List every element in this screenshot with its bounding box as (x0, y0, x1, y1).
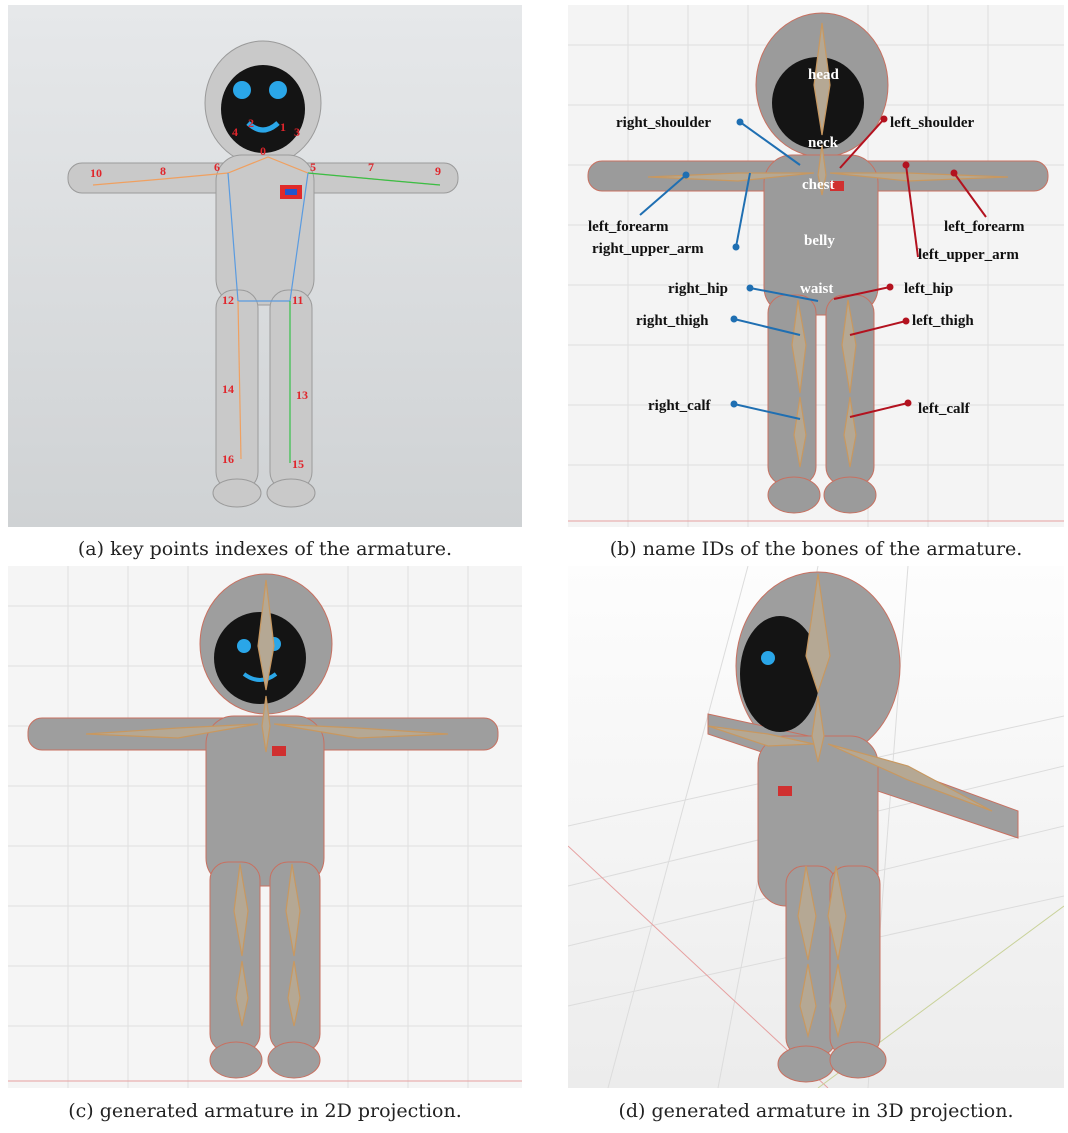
panel-b-figure: head neck chest belly waist right_should… (568, 5, 1064, 527)
bone-label-head: head (808, 67, 840, 83)
bone-label-belly: belly (804, 233, 835, 249)
panel-a: 0 1 2 3 4 5 6 7 8 9 10 11 12 13 14 15 16 (8, 5, 522, 527)
bone-label-left-thigh: left_thigh (912, 313, 974, 329)
caption-a: (a) key points indexes of the armature. (8, 538, 522, 560)
bone-label-left-forearm-1: left_forearm (588, 219, 669, 235)
keypoint-label: 14 (222, 382, 234, 396)
keypoint-label: 8 (160, 164, 166, 178)
bone-label-left-shoulder: left_shoulder (890, 115, 975, 131)
bone-label-neck: neck (808, 135, 839, 151)
keypoint-label: 11 (292, 293, 303, 307)
bone-label-right-calf: right_calf (648, 398, 711, 414)
panel-c-figure (8, 566, 522, 1088)
keypoint-label: 5 (310, 160, 316, 174)
keypoint-label: 1 (280, 120, 286, 134)
keypoint-label: 0 (260, 144, 266, 158)
keypoint-label: 9 (435, 164, 441, 178)
panel-c (8, 566, 522, 1088)
panel-d-figure (568, 566, 1064, 1088)
bone-label-right-upper-arm: right_upper_arm (592, 241, 704, 257)
panel-b: head neck chest belly waist right_should… (568, 5, 1064, 527)
caption-c: (c) generated armature in 2D projection. (8, 1100, 522, 1122)
keypoint-label: 16 (222, 452, 234, 466)
keypoint-label: 3 (294, 125, 300, 139)
panel-d (568, 566, 1064, 1088)
keypoint-label: 13 (296, 388, 308, 402)
bone-label-right-thigh: right_thigh (636, 313, 709, 329)
bone-label-left-forearm-2: left_forearm (944, 219, 1025, 235)
keypoint-label: 10 (90, 166, 102, 180)
keypoint-label: 4 (232, 125, 238, 139)
caption-d: (d) generated armature in 3D projection. (568, 1100, 1064, 1122)
caption-b: (b) name IDs of the bones of the armatur… (568, 538, 1064, 560)
keypoint-label: 2 (248, 116, 254, 130)
bone-label-left-calf: left_calf (918, 401, 971, 417)
bone-label-right-shoulder: right_shoulder (616, 115, 711, 131)
panel-a-figure: 0 1 2 3 4 5 6 7 8 9 10 11 12 13 14 15 16 (8, 5, 522, 527)
keypoint-label: 7 (368, 160, 374, 174)
bone-label-left-upper-arm: left_upper_arm (918, 247, 1019, 263)
bone-label-left-hip: left_hip (904, 281, 953, 297)
bone-label-right-hip: right_hip (668, 281, 728, 297)
keypoint-label: 6 (214, 160, 220, 174)
keypoint-label: 15 (292, 457, 304, 471)
bone-label-waist: waist (800, 281, 833, 297)
bone-label-chest: chest (802, 177, 835, 193)
keypoint-label: 12 (222, 293, 234, 307)
